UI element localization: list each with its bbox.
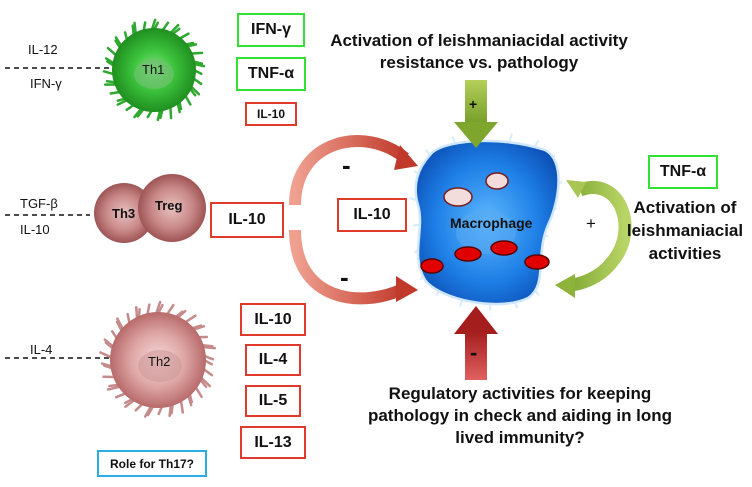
lower-inhibition-arrow: [289, 229, 408, 305]
th1-tnfa-box: TNF-α: [236, 57, 306, 91]
upper-inhibition-arrow: [289, 135, 409, 206]
red-regulatory-arrow: [454, 306, 498, 380]
th2-label: Th2: [148, 354, 171, 369]
top-caption-line1: Activation of leishmaniacidal activity: [330, 31, 628, 50]
treg-label: Treg: [155, 198, 183, 213]
bottom-minus-sign: -: [470, 340, 478, 365]
green-loop-arrow: [555, 180, 632, 298]
th2-il5-box: IL-5: [245, 385, 301, 417]
top-plus-sign: +: [469, 96, 478, 112]
top-caption: Activation of leishmaniacidal activity r…: [318, 30, 640, 74]
upper-minus-sign: -: [342, 150, 351, 180]
th2-il13-box: IL-13: [240, 426, 306, 459]
right-caption-line1: Activation of: [633, 198, 737, 217]
th1-label: Th1: [142, 62, 165, 77]
th1-il10-box: IL-10: [245, 102, 297, 126]
bottom-caption-line3: lived immunity?: [455, 428, 585, 447]
macrophage-cell: [409, 132, 563, 311]
il10-side-label: IL-10: [20, 222, 50, 237]
green-activation-arrow: [454, 80, 498, 148]
top-caption-line2: resistance vs. pathology: [379, 53, 579, 72]
right-caption-line2: leishmaniacial: [626, 221, 744, 240]
bottom-caption-line1: Regulatory activities for keeping: [388, 384, 652, 403]
tgfb-label: TGF-β: [20, 196, 58, 211]
th2-cell: [99, 300, 217, 418]
il4-side-label: IL-4: [30, 342, 53, 357]
th3-label: Th3: [112, 206, 136, 221]
right-plus-sign: +: [586, 214, 596, 233]
right-tnfa-box: TNF-α: [648, 155, 718, 189]
il12-label: IL-12: [28, 42, 58, 57]
right-caption-line3: activities: [648, 244, 722, 263]
treg-cell: [138, 174, 206, 242]
lower-minus-sign: -: [340, 262, 349, 292]
th1-cell: [102, 18, 206, 122]
lower-arrowhead: [396, 276, 418, 302]
th2-il4-box: IL-4: [245, 344, 301, 376]
th2-il10-box: IL-10: [240, 303, 306, 336]
bottom-caption: Regulatory activities for keeping pathol…: [360, 383, 680, 449]
th1-ifng-box: IFN-γ: [237, 13, 305, 47]
macrophage-label: Macrophage: [450, 215, 533, 231]
ifng-label: IFN-γ: [30, 76, 62, 91]
treg-il10-box: IL-10: [210, 202, 284, 238]
th17-role-box: Role for Th17?: [97, 450, 207, 477]
center-il10-box: IL-10: [337, 198, 407, 232]
th3-cell: [94, 183, 154, 243]
upper-arrowhead: [394, 145, 418, 170]
bottom-caption-line2: pathology in check and aiding in long: [367, 406, 673, 425]
right-caption: Activation of leishmaniacial activities: [622, 196, 748, 265]
